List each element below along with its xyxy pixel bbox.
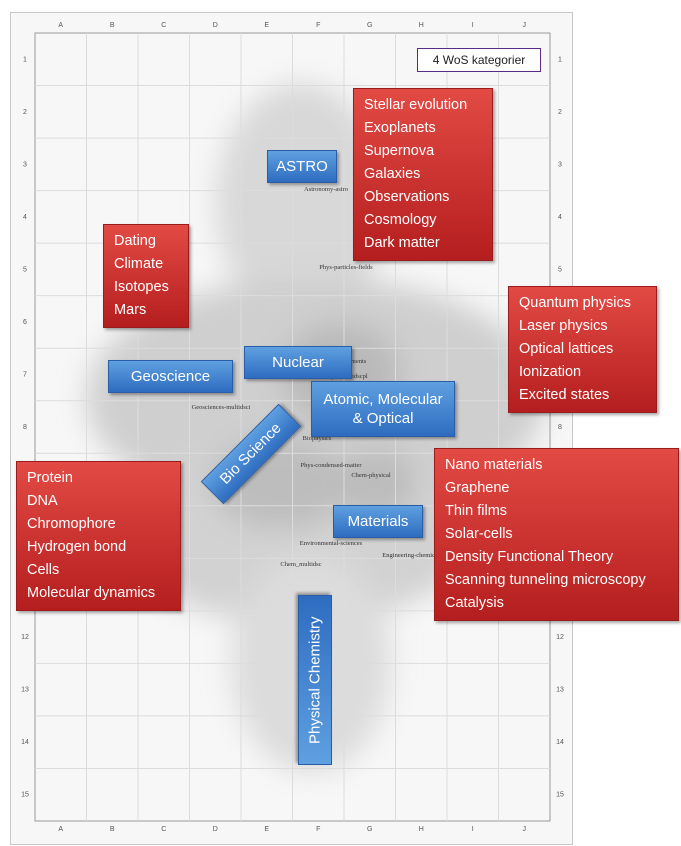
- row-label: 1: [23, 56, 27, 63]
- row-labels-left: 123456789101112131415: [21, 56, 29, 798]
- map-node-label: Phys-condensed-matter: [300, 462, 362, 469]
- wos-categories-legend: 4 WoS kategorier: [417, 48, 541, 72]
- row-label: 7: [23, 371, 27, 378]
- map-node-label: Chem-physical: [351, 472, 391, 479]
- row-label: 15: [556, 792, 564, 799]
- column-label: A: [58, 22, 63, 29]
- topic-item: Hydrogen bond: [27, 539, 127, 555]
- row-label: 4: [558, 214, 562, 221]
- column-label: H: [419, 22, 424, 29]
- row-label: 15: [21, 792, 29, 799]
- topic-item: Optical lattices: [519, 341, 614, 357]
- topic-item: Climate: [114, 256, 164, 272]
- label-materials: Materials: [333, 505, 423, 538]
- row-label: 1: [558, 56, 562, 63]
- column-label: F: [316, 22, 320, 29]
- label-amo: Atomic, Molecular & Optical: [311, 381, 455, 437]
- topic-item: Cells: [27, 562, 60, 578]
- column-label: B: [110, 826, 115, 833]
- column-label: F: [316, 826, 320, 833]
- topic-item: Chromophore: [27, 516, 116, 532]
- row-label: 3: [558, 161, 562, 168]
- row-label: 12: [556, 634, 564, 641]
- row-label: 8: [23, 424, 27, 431]
- column-label: B: [110, 22, 115, 29]
- column-label: A: [58, 826, 63, 833]
- row-label: 2: [558, 109, 562, 116]
- column-label: E: [264, 22, 269, 29]
- topic-item: Density Functional Theory: [445, 549, 614, 565]
- map-node-label: Environmental-sciences: [300, 540, 363, 547]
- column-label: H: [419, 826, 424, 833]
- column-label: I: [472, 826, 474, 833]
- topic-item: Molecular dynamics: [27, 585, 156, 601]
- column-label: I: [472, 22, 474, 29]
- label-geoscience: Geoscience: [108, 360, 233, 393]
- column-label: D: [213, 826, 218, 833]
- label-physical-chemistry: Physical Chemistry: [298, 595, 332, 765]
- label-nuclear: Nuclear: [244, 346, 352, 379]
- column-labels-top: A B C D E F G H I J: [58, 22, 526, 29]
- column-label: G: [367, 826, 372, 833]
- column-label: G: [367, 22, 372, 29]
- map-node-label: Engineering-chemical: [382, 552, 440, 559]
- column-label: E: [264, 826, 269, 833]
- row-label: 4: [23, 214, 27, 221]
- topic-item: Excited states: [519, 387, 610, 403]
- row-label: 2: [23, 109, 27, 116]
- topic-item: Protein: [27, 470, 73, 486]
- column-labels-bottom: A B C D E F G H I J: [58, 826, 526, 833]
- column-label: C: [161, 826, 166, 833]
- topic-item: Quantum physics: [519, 295, 632, 311]
- row-labels-right: 123456789101112131415: [556, 56, 564, 798]
- topic-item: Exoplanets: [364, 120, 436, 136]
- column-label: J: [523, 826, 527, 833]
- topic-item: Mars: [114, 302, 147, 318]
- topic-item: Stellar evolution: [364, 97, 468, 113]
- row-label: 6: [23, 319, 27, 326]
- column-label: J: [523, 22, 527, 29]
- row-label: 14: [21, 739, 29, 746]
- row-label: 14: [556, 739, 564, 746]
- row-label: 8: [558, 424, 562, 431]
- topic-item: Scanning tunneling microscopy: [445, 572, 646, 588]
- topic-item: Ionization: [519, 364, 582, 380]
- topic-item: Solar-cells: [445, 526, 513, 542]
- topic-item: Graphene: [445, 480, 510, 496]
- topic-item: Nano materials: [445, 457, 543, 473]
- map-node-label: Chem_multidsc: [280, 561, 321, 568]
- map-node-label: Biophysics: [303, 435, 332, 442]
- topic-item: Isotopes: [114, 279, 169, 295]
- column-label: C: [161, 22, 166, 29]
- row-label: 13: [21, 687, 29, 694]
- row-label: 12: [21, 634, 29, 641]
- row-label: 5: [23, 266, 27, 273]
- topic-item: Cosmology: [364, 212, 437, 228]
- map-node-label: Astronomy-astro: [304, 186, 348, 193]
- label-astro: ASTRO: [267, 150, 337, 183]
- topic-item: Supernova: [364, 143, 435, 159]
- row-label: 13: [556, 687, 564, 694]
- topic-item: Galaxies: [364, 166, 421, 182]
- row-label: 3: [23, 161, 27, 168]
- map-node-label: Geosciences-multidsci: [192, 404, 251, 411]
- topic-item: Observations: [364, 189, 450, 205]
- map-node-label: Phys-particles-fields: [319, 264, 373, 271]
- topic-item: DNA: [27, 493, 58, 509]
- topic-item: Thin films: [445, 503, 508, 519]
- column-label: D: [213, 22, 218, 29]
- topic-item: Dark matter: [364, 235, 440, 251]
- topic-item: Catalysis: [445, 595, 504, 611]
- row-label: 5: [558, 266, 562, 273]
- topic-item: Laser physics: [519, 318, 608, 334]
- topic-item: Dating: [114, 233, 156, 249]
